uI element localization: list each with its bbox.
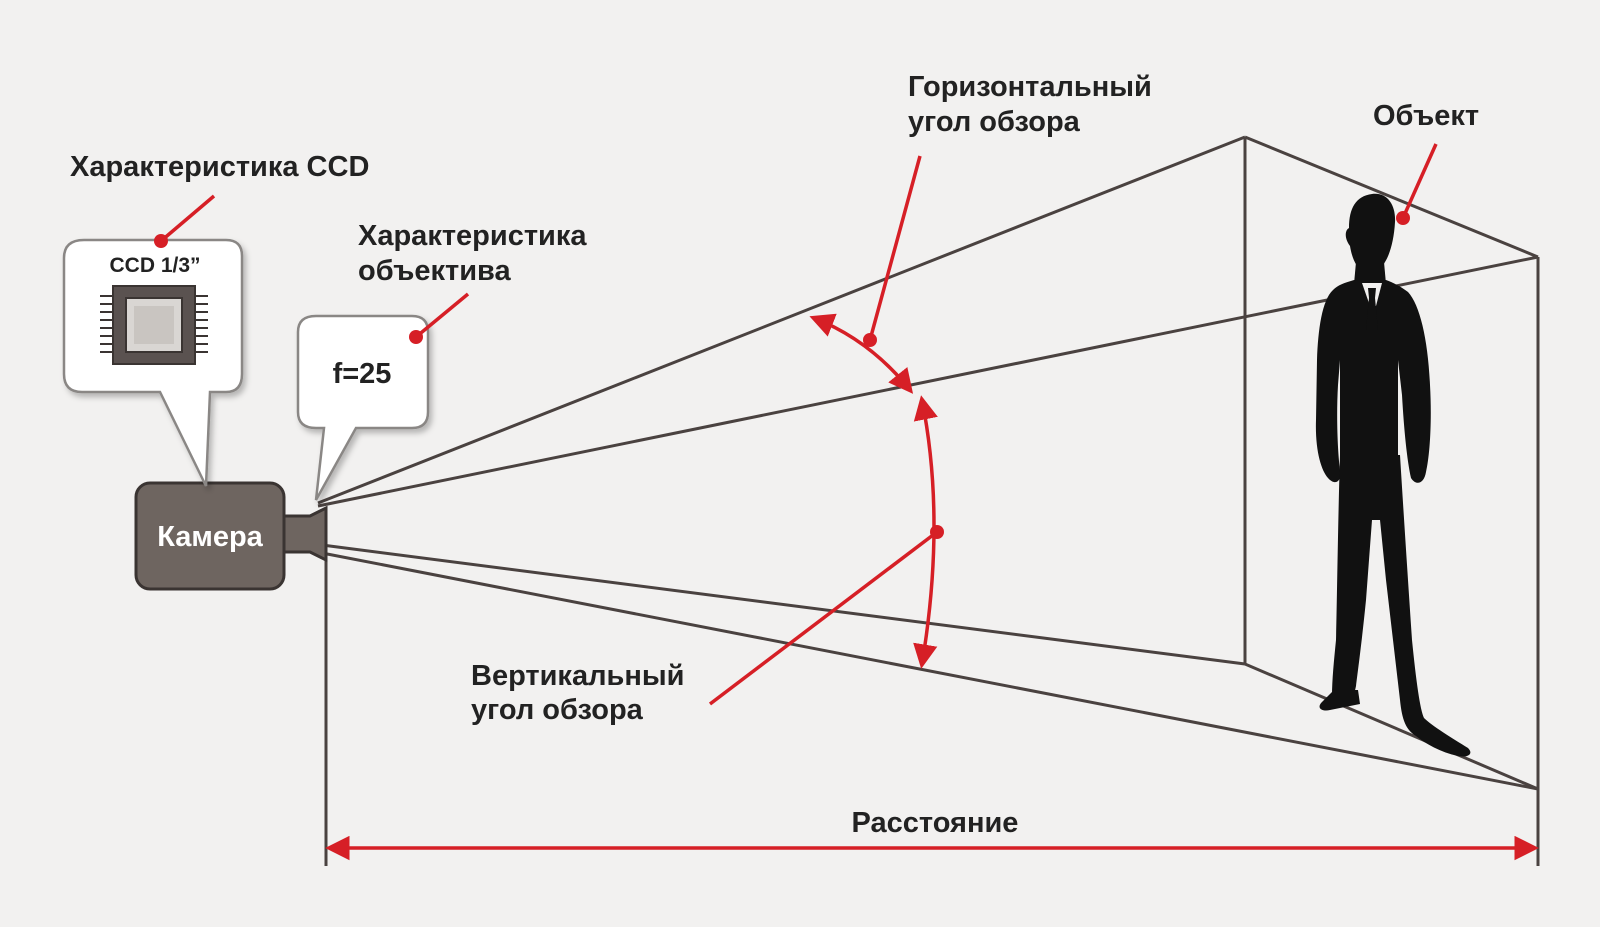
fov-lower-inner-edge [321, 543, 1246, 666]
vertical-angle-label-line1: Вертикальный [471, 660, 684, 692]
object-pointer [1396, 143, 1438, 225]
object-dot [1396, 211, 1410, 225]
horizontal-angle-label-line2: угол обзора [908, 106, 1081, 138]
fov-lower-outer-edge [321, 551, 1539, 791]
vertical-angle-leader [708, 530, 939, 706]
ccd-leader [159, 194, 216, 243]
distance-dimension: Расстояние [324, 553, 1540, 866]
horizontal-angle-indicator [809, 155, 922, 394]
field-of-view-frustum [317, 135, 1540, 791]
lens-bubble-shape [296, 314, 430, 501]
vertical-angle-label-line2: угол обзора [471, 694, 644, 726]
fov-upper-edge [317, 135, 1246, 505]
fov-lower-back-edge [1244, 662, 1539, 791]
ccd-spec-label: Характеристика CCD [70, 151, 369, 183]
horizontal-angle-arc [809, 313, 914, 394]
lens-leader [414, 292, 470, 339]
person-silhouette-icon [1315, 193, 1471, 757]
horizontal-angle-leader [868, 155, 922, 341]
camera-label: Камера [157, 521, 263, 553]
distance-label: Расстояние [852, 807, 1019, 839]
object-leader [1401, 143, 1438, 219]
vertical-angle-indicator [708, 395, 944, 706]
ccd-size-label: CCD 1/3” [109, 254, 200, 277]
camera-icon: Камера [134, 481, 328, 591]
fov-upper-back-edge [1244, 135, 1539, 259]
lens-bubble [296, 314, 430, 501]
ccd-dot [154, 234, 168, 248]
ccd-chip-icon [100, 285, 208, 365]
horizontal-angle-label-line1: Горизонтальный [908, 71, 1152, 103]
lens-dot [409, 330, 423, 344]
object-label: Объект [1373, 100, 1479, 132]
focal-length-label: f=25 [333, 358, 392, 390]
lens-spec-label-line1: Характеристика [358, 220, 587, 252]
lens-spec-label-line2: объектива [358, 255, 512, 287]
vertical-angle-dot [930, 525, 944, 539]
horizontal-angle-dot [863, 333, 877, 347]
camera-lens [282, 505, 328, 563]
